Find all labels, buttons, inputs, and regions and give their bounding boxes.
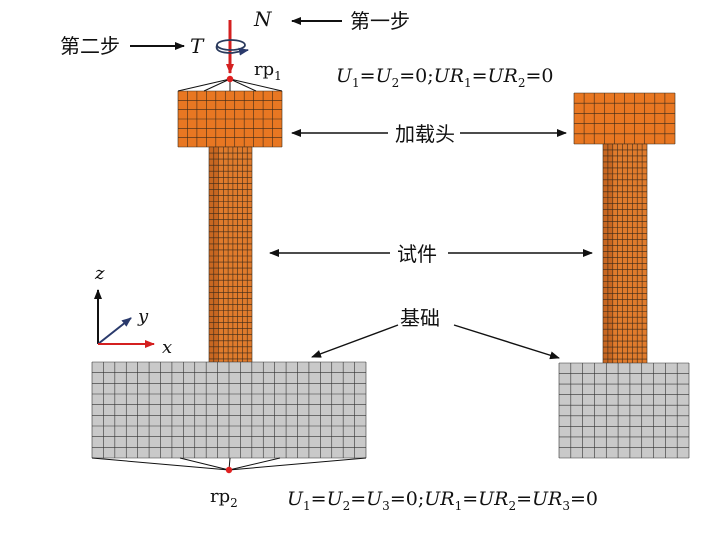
constraint-term: =	[462, 488, 478, 510]
rp1-label: rp1	[254, 59, 282, 83]
constraint-term: U	[366, 488, 383, 510]
constraint-subscript: 2	[392, 76, 400, 90]
axis-y-line	[97, 317, 132, 345]
constraint-term: =	[472, 65, 488, 87]
constraint-term: U	[327, 488, 344, 510]
torque-symbol	[215, 39, 249, 56]
rp2-constraint-equation: U1​=U2​=U3​=0;UR1​=UR2​=UR3​=0	[287, 488, 598, 513]
force-label-N: N	[253, 7, 273, 31]
constraint-term: UR	[532, 488, 562, 510]
constraint-term: =0;	[390, 488, 424, 510]
constraint-subscript: 1	[352, 76, 360, 90]
constraint-subscript: 2	[343, 499, 351, 513]
rp1-coupling	[177, 78, 283, 92]
rp1-reference-point	[226, 75, 234, 83]
constraint-subscript: 3	[562, 499, 570, 513]
axis-y-label: y	[137, 306, 149, 327]
constraint-term: UR	[478, 488, 508, 510]
axis-x-label: x	[162, 337, 172, 358]
constraint-subscript: 1	[455, 499, 463, 513]
constraint-term: =	[516, 488, 532, 510]
right-loading-head-mesh	[573, 92, 676, 145]
rp2-coupling	[91, 457, 367, 471]
constraint-term: =0	[526, 65, 554, 87]
foundation-label: 基础	[400, 306, 440, 330]
constraint-term: UR	[488, 65, 518, 87]
constraint-subscript: 1	[464, 76, 472, 90]
rp2-reference-point	[225, 466, 233, 474]
loading-head-label: 加载头	[395, 122, 455, 146]
right-foundation-mesh	[558, 362, 690, 459]
constraint-term: U	[336, 65, 353, 87]
constraint-term: U	[287, 488, 304, 510]
right-model	[558, 92, 690, 459]
constraint-term: =	[311, 488, 327, 510]
left-specimen-mesh	[208, 146, 253, 366]
coordinate-axes: z y x	[94, 263, 172, 358]
constraint-subscript: 2	[508, 499, 516, 513]
rp1-constraint-equation: U1​=U2​=0;UR1​=UR2​=0	[336, 65, 554, 90]
constraint-subscript: 3	[382, 499, 390, 513]
constraint-subscript: 1	[303, 499, 311, 513]
right-foundation-block	[559, 363, 689, 458]
constraint-term: =0	[570, 488, 598, 510]
constraint-term: =0;	[399, 65, 433, 87]
right-specimen-mesh	[602, 143, 648, 366]
left-model	[91, 90, 367, 459]
constraint-term: U	[376, 65, 393, 87]
step2-label: 第二步	[60, 34, 120, 58]
specimen-label: 试件	[397, 242, 437, 266]
left-foundation-mesh	[91, 361, 367, 459]
left-loading-head-mesh	[177, 90, 283, 148]
torque-label-T: T	[190, 34, 205, 58]
constraint-subscript: 2	[518, 76, 526, 90]
axis-z-label: z	[94, 263, 105, 284]
foundation-arrow-right	[453, 324, 560, 360]
step1-label: 第一步	[350, 9, 410, 33]
constraint-term: UR	[424, 488, 454, 510]
constraint-term: =	[360, 65, 376, 87]
rp2-label: rp2	[210, 486, 238, 510]
constraint-term: UR	[434, 65, 464, 87]
foundation-arrow-left	[311, 324, 399, 358]
constraint-term: =	[350, 488, 366, 510]
